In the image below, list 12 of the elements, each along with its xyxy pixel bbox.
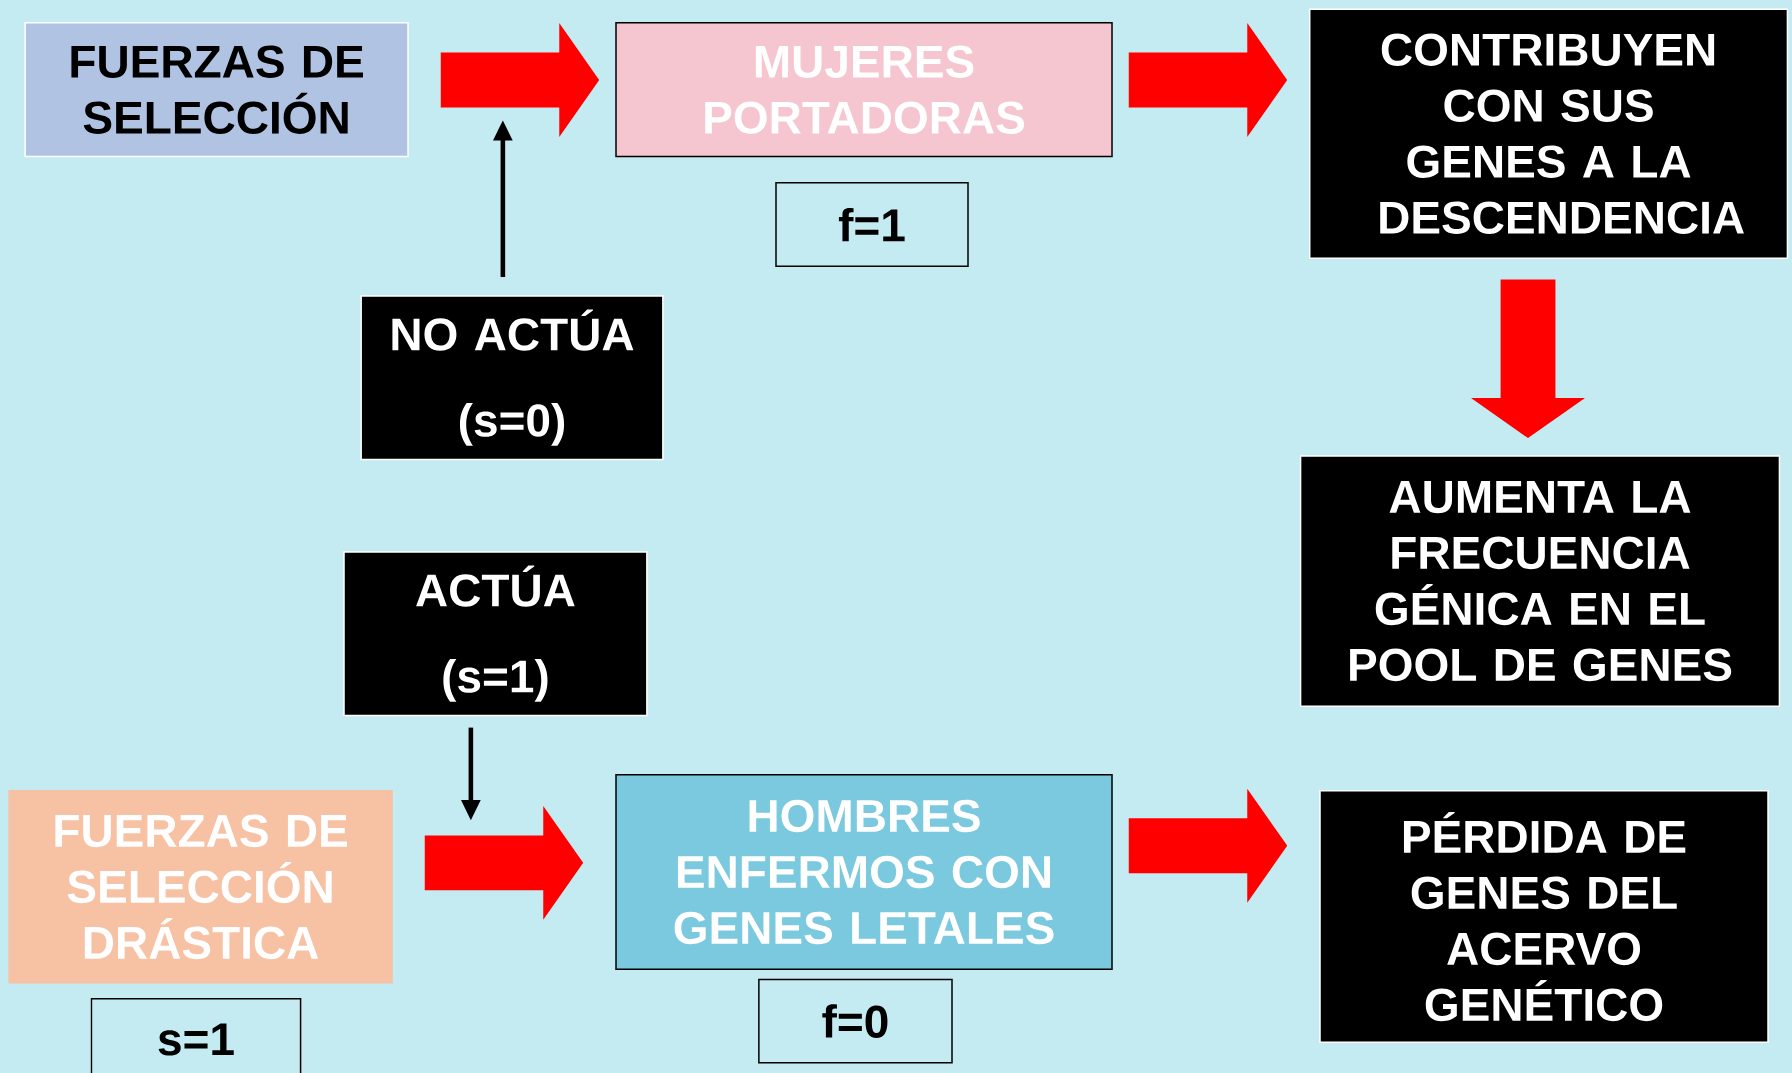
process-box: MUJERES PORTADORAS [615,22,1113,158]
process-box: f=0 [758,978,953,1064]
process-box: PÉRDIDA DE GENES DEL ACERVO GENÉTICO [1319,790,1769,1044]
process-box: CONTRIBUYEN CON SUS GENES A LA DESCENDENCIA [1308,8,1789,260]
process-box: s=1 [90,998,302,1073]
process-box: NO ACTÚA (s=0) [360,295,664,461]
process-box: HOMBRES ENFERMOS CON GENES LETALES [615,774,1113,970]
process-box: FUERZAS DE SELECCIÓN [24,22,409,158]
process-box: AUMENTA LA FRECUENCIA GÉNICA EN EL POOL DE GENES [1299,455,1781,708]
process-box: f=1 [775,182,969,268]
process-box: FUERZAS DE SELECCIÓN DRÁSTICA [8,790,393,984]
process-box: ACTÚA (s=1) [343,551,648,717]
